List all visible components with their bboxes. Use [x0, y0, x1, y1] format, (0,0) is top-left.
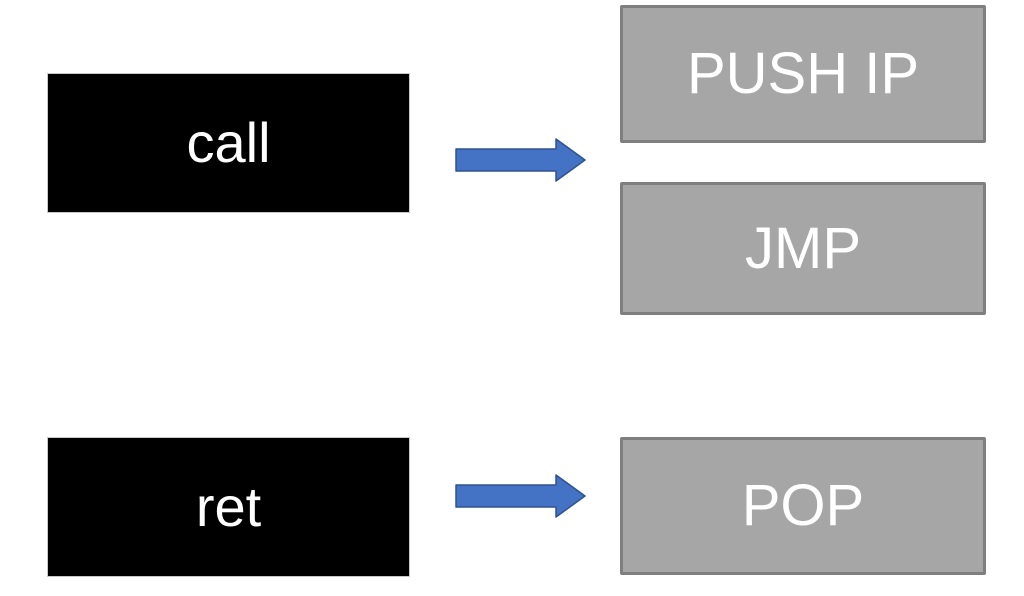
- operation-box-jmp: JMP: [620, 182, 986, 315]
- right-arrow-icon: [455, 138, 587, 182]
- operation-label-pop: POP: [741, 473, 865, 538]
- instruction-box-call: call: [47, 73, 410, 213]
- instruction-label-ret: ret: [195, 475, 262, 538]
- instruction-label-call: call: [186, 111, 271, 174]
- operation-label-push-ip: PUSH IP: [686, 41, 920, 106]
- operation-box-push-ip: PUSH IP: [620, 5, 986, 143]
- right-arrow-icon: [455, 474, 587, 518]
- instruction-box-ret: ret: [47, 437, 410, 577]
- operation-box-pop: POP: [620, 437, 986, 575]
- operation-label-jmp: JMP: [745, 215, 861, 281]
